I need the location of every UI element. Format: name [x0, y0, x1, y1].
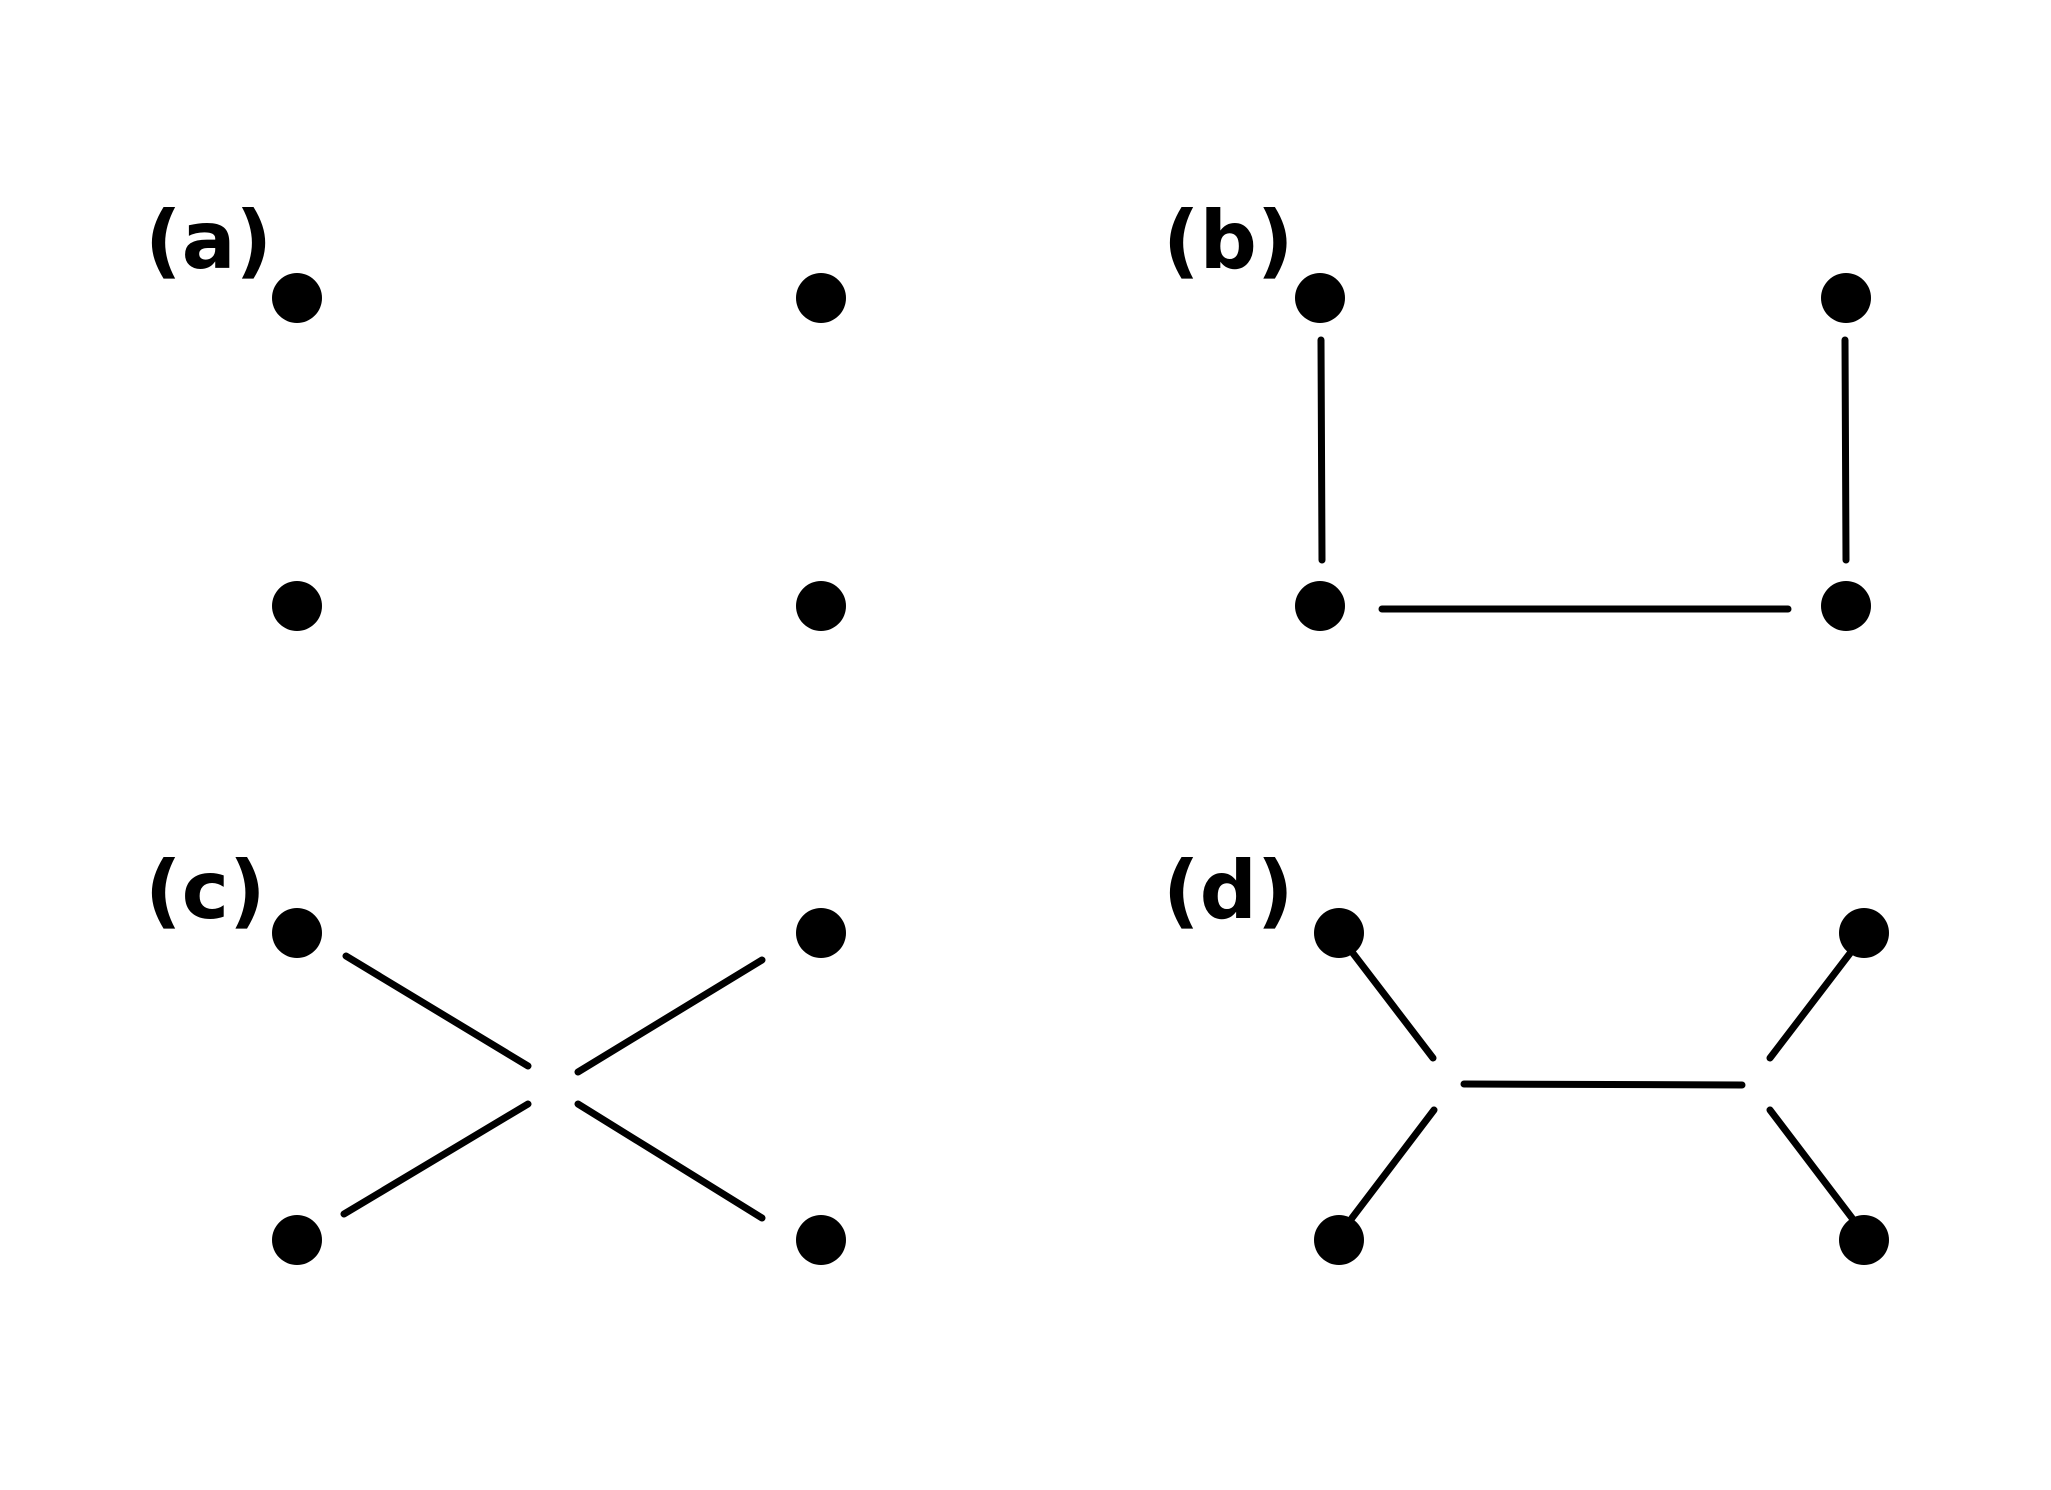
vertex: [1295, 273, 1345, 323]
panel-d-label: (d): [1163, 844, 1293, 937]
edge: [1841, 336, 1850, 564]
edge: [1766, 1106, 1856, 1222]
vertex: [272, 908, 322, 958]
edge: [340, 1100, 532, 1218]
panel-c-label: (c): [145, 844, 266, 937]
vertex: [272, 273, 322, 323]
panel-b: (b): [1163, 194, 1871, 631]
vertex: [1821, 581, 1871, 631]
edge: [1766, 948, 1855, 1062]
vertex: [1314, 1215, 1364, 1265]
edge: [1348, 948, 1437, 1062]
vertex: [272, 581, 322, 631]
panel-a-label: (a): [145, 194, 272, 287]
vertex: [796, 908, 846, 958]
vertex: [1839, 908, 1889, 958]
vertex: [1314, 908, 1364, 958]
edge: [342, 952, 532, 1070]
panel-c: (c): [145, 844, 846, 1265]
edge: [574, 1100, 766, 1222]
edge: [1317, 336, 1326, 564]
vertex: [1821, 273, 1871, 323]
edge: [574, 956, 766, 1076]
vertex: [796, 1215, 846, 1265]
edge: [1348, 1106, 1438, 1222]
vertex: [1839, 1215, 1889, 1265]
edge: [1460, 1080, 1746, 1089]
vertex: [1295, 581, 1345, 631]
panel-a: (a): [145, 194, 846, 631]
panel-d: (d): [1163, 844, 1889, 1265]
vertex: [272, 1215, 322, 1265]
vertex: [796, 273, 846, 323]
vertex: [796, 581, 846, 631]
panel-b-label: (b): [1163, 194, 1293, 287]
